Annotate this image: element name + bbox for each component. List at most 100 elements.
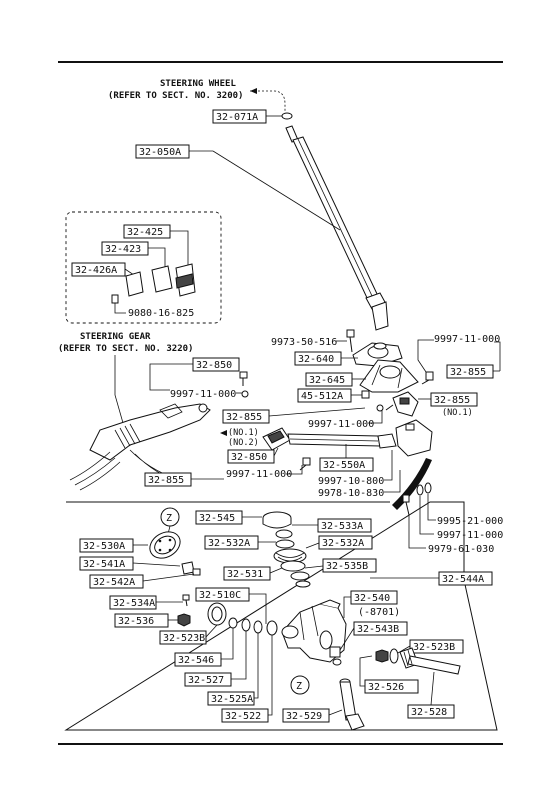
box-32-645 bbox=[305, 372, 353, 387]
intermediate-shaft-32-550A bbox=[262, 419, 433, 457]
bracket-32-640 bbox=[352, 342, 403, 367]
housing-plug bbox=[332, 658, 342, 666]
steering-wheel-ref-line2: (REFER TO SECT. NO. 3200) bbox=[108, 91, 243, 101]
box-32-855-c bbox=[222, 409, 270, 424]
label-32-542A: 32-541A bbox=[83, 559, 125, 570]
label-9973-50-516: 9973-50-516 bbox=[271, 337, 337, 348]
inset-box bbox=[65, 211, 222, 324]
box-32-532A bbox=[204, 535, 259, 550]
label-no2: (NO.2) bbox=[228, 438, 259, 448]
nut-32-543B bbox=[177, 613, 191, 627]
box-32-541A bbox=[79, 538, 134, 553]
steering-gear-ref-line2: (REFER TO SECT. NO. 3220) bbox=[58, 344, 193, 354]
bolt-9997-d bbox=[299, 457, 311, 471]
joint-32-850-no1 bbox=[385, 391, 419, 417]
box-32-855-b bbox=[192, 357, 240, 372]
box-32-423 bbox=[101, 241, 149, 256]
bracket-parts bbox=[125, 263, 196, 297]
box-32-529 bbox=[221, 708, 269, 723]
box-32-526 bbox=[184, 672, 232, 687]
label-32-545: 32-545 bbox=[199, 513, 235, 524]
label-32-536: 32-540 bbox=[354, 593, 390, 604]
box-32-528 bbox=[207, 691, 255, 706]
seal-stack bbox=[207, 602, 278, 636]
label-32-530A: 32-532A bbox=[322, 538, 364, 549]
label-32-535B: 32-535B bbox=[326, 561, 368, 572]
label-32-071A: 32-071A bbox=[216, 112, 258, 123]
gearbox-enclosure bbox=[64, 501, 498, 731]
label-32-544A: 32-542A bbox=[93, 577, 135, 588]
box-32-071A bbox=[212, 109, 267, 124]
label-32-534A: 32-510C bbox=[199, 590, 241, 601]
label-32-425: 32-425 bbox=[127, 227, 163, 238]
label-32-543B: 32-536 bbox=[118, 616, 154, 627]
boot-arc bbox=[392, 458, 432, 510]
box-32-540 bbox=[109, 595, 157, 610]
label-32-541A: 32-530A bbox=[83, 541, 125, 552]
bracket-32-645 bbox=[359, 359, 419, 393]
z-callout-bottom bbox=[290, 675, 310, 695]
label-32-546: 32-523B bbox=[163, 633, 205, 644]
wheel-arrow bbox=[250, 90, 286, 112]
box-32-855-d bbox=[144, 472, 192, 487]
box-32-550A bbox=[319, 457, 374, 472]
gear-housing bbox=[281, 599, 347, 663]
label-32-855-b: 32-850 bbox=[196, 360, 232, 371]
label-32-855-a: 32-855 bbox=[450, 367, 486, 378]
label-9995-21-000: 9995-21-000 bbox=[437, 516, 503, 527]
label-32-523B-b: 32-523B bbox=[413, 642, 455, 653]
label-9997-11-000-b: 9997-11-000 bbox=[170, 389, 236, 400]
nut-45-512A bbox=[361, 390, 384, 412]
label-32-640: 32-640 bbox=[298, 354, 334, 365]
box-32-521 bbox=[282, 708, 330, 723]
label-9997-11-000-c: 9997-11-000 bbox=[308, 419, 374, 430]
label-32-521: 32-529 bbox=[286, 711, 322, 722]
label-9080-16-825: 9080-16-825 bbox=[128, 308, 194, 319]
label-9997-11-000-e: 9997-11-000 bbox=[437, 530, 503, 541]
label-8701: (-8701) bbox=[358, 607, 400, 618]
label-no1-a: (NO.1) bbox=[442, 408, 473, 418]
box-32-510C bbox=[438, 571, 493, 586]
sector-shaft bbox=[375, 647, 461, 675]
label-32-526: 32-527 bbox=[188, 675, 224, 686]
box-32-536 bbox=[350, 590, 398, 605]
label-z-top: Z bbox=[166, 513, 172, 524]
pitman-shaft-32-521 bbox=[339, 678, 365, 731]
box-32-542A bbox=[79, 556, 134, 571]
steering-gear-assembly bbox=[69, 403, 211, 491]
box-32-426A bbox=[71, 262, 126, 277]
bolt-32-540 bbox=[182, 594, 190, 607]
box-32-544A bbox=[89, 574, 144, 589]
label-32-050A: 32-050A bbox=[139, 147, 181, 158]
label-32-550A: 32-550A bbox=[323, 460, 365, 471]
label-z-bottom: Z bbox=[296, 681, 302, 692]
bolt-9997-a bbox=[421, 371, 434, 385]
label-32-855-c: 32-855 bbox=[226, 412, 262, 423]
box-32-850-b bbox=[227, 449, 275, 464]
box-32-855-a bbox=[446, 364, 494, 379]
label-9997-11-000-a: 9997-11-000 bbox=[434, 334, 500, 345]
box-32-640 bbox=[294, 351, 342, 366]
box-32-530A bbox=[318, 535, 373, 550]
small-bolt-inset bbox=[111, 294, 119, 310]
worm-bearing-stack bbox=[262, 511, 311, 588]
box-45-512A bbox=[297, 388, 352, 403]
steering-wheel-ref-line1: STEERING WHEEL bbox=[160, 79, 236, 89]
label-45-512A: 45-512A bbox=[301, 391, 343, 402]
label-32-525A: 32-526 bbox=[368, 682, 404, 693]
box-32-523B-b bbox=[409, 639, 464, 654]
label-32-529: 32-522 bbox=[225, 711, 261, 722]
box-32-850-a bbox=[430, 392, 478, 407]
label-9997-10-800: 9997-10-800 bbox=[318, 476, 384, 487]
label-32-850-a: 32-855 bbox=[434, 395, 470, 406]
label-32-510C: 32-544A bbox=[442, 574, 484, 585]
box-32-425 bbox=[123, 224, 171, 239]
wheel-arrow-head bbox=[250, 88, 257, 94]
box-32-535B bbox=[322, 558, 377, 573]
steering-column-shaft bbox=[281, 112, 389, 331]
bolt-9973 bbox=[346, 329, 355, 353]
box-32-546 bbox=[159, 630, 207, 645]
label-no1-b: (NO.1) bbox=[228, 428, 259, 438]
label-32-423: 32-423 bbox=[105, 244, 141, 255]
